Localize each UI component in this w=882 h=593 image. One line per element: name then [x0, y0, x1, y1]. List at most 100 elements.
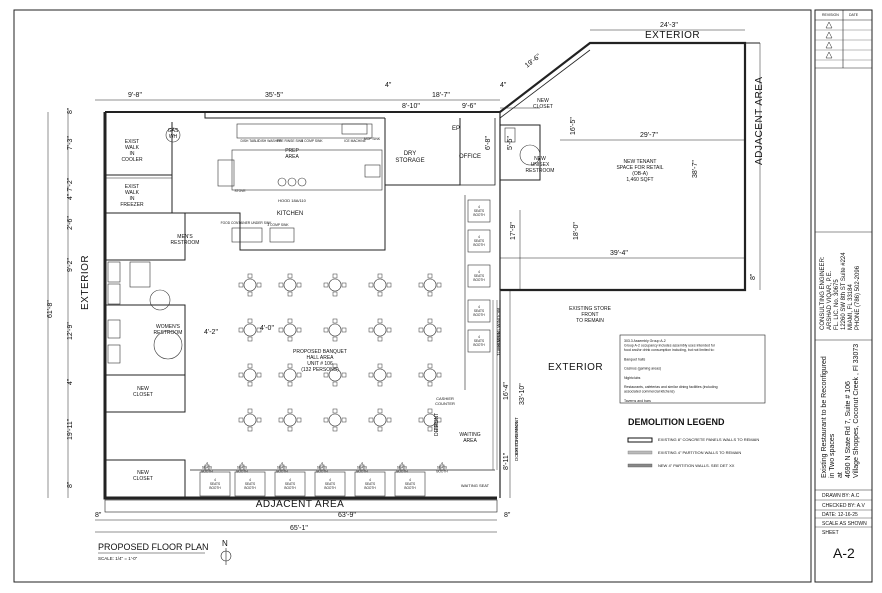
engineer-line: MIAMI, FL 33184: [848, 284, 854, 330]
demolition-legend: DEMOLITION LEGEND EXISTING 8" CONCRETE P…: [627, 417, 759, 468]
dim-18-0: 18'-0": [573, 222, 580, 240]
legend-swatch-existing-partition: [627, 450, 653, 455]
booth-seating: 4SEATSBOOTH4SEATSBOOTH4SEATSBOOTH4SEATSB…: [199, 199, 491, 497]
booth-label-line: SEATS: [277, 466, 287, 470]
banquet-table: [238, 408, 262, 432]
room-closet-top-line: CLOSET: [533, 104, 553, 110]
front-desk-line: FRONT: [434, 413, 440, 430]
booth-label-line: BOOTH: [316, 470, 328, 474]
equipment-label: 3 COMP SINK: [301, 139, 323, 143]
dim-38-7: 38'-7": [692, 160, 699, 178]
room-new-tenant-line: NEW TENANT: [624, 159, 657, 165]
dim-19-6: 19'-6": [524, 53, 543, 70]
dim-33-10: 33'-10": [519, 383, 526, 405]
title-block: REVISION DATE DRAWN BY: A.C CHECKED BY: …: [815, 10, 872, 561]
occupancy-note-line: Nightclubs: [624, 376, 641, 380]
room-banquet-line: (132 PERSONS): [301, 367, 339, 373]
booth-label-line: 4: [214, 478, 216, 482]
booth-label-line: BOOTH: [201, 470, 213, 474]
dim-35-5: 35'-5": [265, 92, 283, 99]
dimension-lines: [47, 29, 761, 533]
banquet-table: [368, 408, 392, 432]
dim-17-9: 17'-9": [510, 222, 517, 240]
room-dry-storage-line: STORAGE: [395, 158, 424, 164]
dim-12-9: 12'-9": [67, 322, 74, 340]
legend-title: DEMOLITION LEGEND: [628, 417, 725, 427]
banquet-table: [238, 273, 262, 297]
room-cooler-line: WALK: [125, 145, 140, 151]
door-note-line: EXISTING FRONT: [514, 417, 519, 455]
dim-7-3: 7'-3": [67, 136, 74, 150]
project-line: in Two spaces: [829, 433, 836, 478]
booth-label-line: SEATS: [317, 466, 327, 470]
banquet-table: [368, 363, 392, 387]
booth-label-line: SEATS: [474, 309, 484, 313]
walls: [103, 41, 760, 500]
sheet-border: [13, 9, 812, 583]
checked-by: CHECKED BY: A.V: [822, 503, 865, 509]
equipment-label: 3 COMP SINK: [267, 223, 289, 227]
restroom-fixtures: [107, 127, 541, 364]
equipment-label: DISH TABLE: [241, 139, 261, 143]
dim-18-7: 18'-7": [432, 92, 450, 99]
store-front-note-line: FRONT: [581, 312, 598, 318]
room-dry-storage-line: DRY: [404, 151, 417, 157]
banquet-table: [323, 273, 347, 297]
room-ep: EP: [452, 126, 460, 132]
room-new-tenant-line: 1,460 SQFT: [626, 177, 653, 183]
cashier-counter-line: CASHIER: [436, 396, 454, 401]
date-header: DATE: [849, 13, 859, 17]
booth-label-line: 4: [478, 205, 480, 209]
room-banquet-line: HALL AREA: [306, 355, 334, 361]
booth-label-line: SEATS: [237, 466, 247, 470]
booth-label-line: 4: [478, 270, 480, 274]
banquet-table: [238, 363, 262, 387]
plan-title-block: PROPOSED FLOOR PLAN SCALE: 1/4" = 1'-0" …: [98, 539, 232, 565]
equipment-label: PRE RINSE SINK: [277, 139, 304, 143]
project-line: Existing Restaurant to be Reconfigured: [821, 356, 828, 478]
title-block-border: [814, 9, 873, 583]
adjacent-area-bottom: ADJACENT AREA: [256, 499, 345, 510]
exterior-right: EXTERIOR: [548, 362, 603, 373]
project-line: 4690 N State Rd 7, Suite # 106: [845, 381, 852, 478]
equipment-label: FOOD CONTAINER UNDER SINK: [221, 221, 273, 225]
plan-scale: SCALE: 1/4" = 1'-0": [98, 556, 138, 561]
booth-label-line: BOOTH: [209, 486, 221, 490]
booth-label-line: BOOTH: [473, 343, 485, 347]
dim-5-5: 5'-5": [507, 136, 514, 150]
banquet-table: [418, 273, 442, 297]
room-unisex-line: NEW: [534, 156, 546, 162]
date-label: DATE: 12-16-25: [822, 512, 858, 518]
booth-label-line: SEATS: [325, 482, 335, 486]
room-banquet-line: PROPOSED BANQUET: [293, 349, 347, 355]
booth-label-line: SEATS: [405, 482, 415, 486]
dim-9-2: 9'-2": [67, 258, 74, 272]
booth-label-line: SEATS: [474, 209, 484, 213]
project-line: at: [837, 472, 844, 478]
booth-label-line: 4: [361, 462, 363, 466]
banquet-table: [418, 318, 442, 342]
dim-8e: 8": [504, 512, 511, 519]
occupancy-note-line: Group A-2 occupancy includes assembly us…: [624, 344, 716, 348]
booth-label-line: 4: [281, 462, 283, 466]
adjacent-area-right: ADJACENT AREA: [754, 76, 765, 165]
dim-8d: 8": [95, 512, 102, 519]
legend-item-1: EXISTING 8" CONCRETE PANELS WALLS TO REM…: [658, 437, 759, 442]
room-banquet-line: UNIT # 106: [307, 361, 333, 367]
occupancy-note-line: associated commercial kitchens): [624, 390, 675, 394]
banquet-table: [278, 408, 302, 432]
booth-label-line: SEATS: [285, 482, 295, 486]
waiting-seat: WAITING SEAT: [461, 483, 490, 488]
booth-label-line: BOOTH: [404, 486, 416, 490]
booth-label-line: BOOTH: [396, 470, 408, 474]
dim-8a: 8": [67, 107, 74, 114]
occupancy-note-line: Taverns and bars: [624, 399, 651, 403]
